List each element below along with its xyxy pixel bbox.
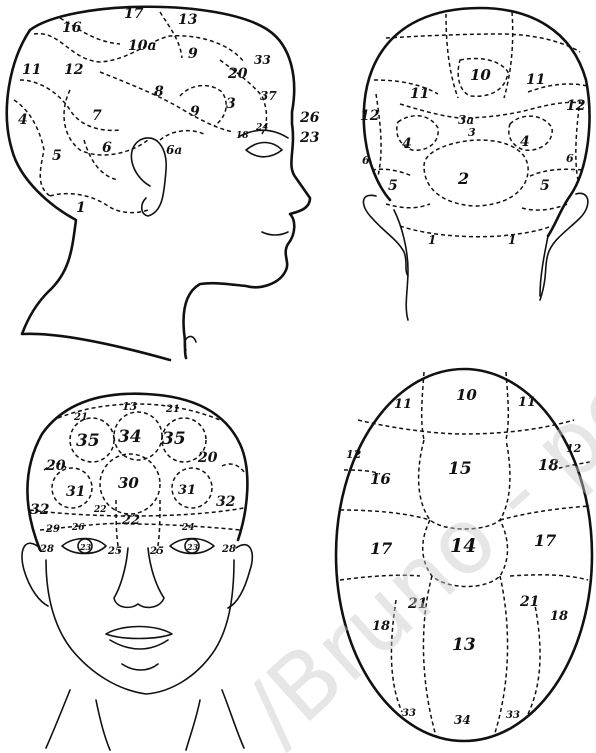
side-mouth [262, 232, 288, 235]
back-label: 6 [362, 154, 370, 167]
front-view-head: 21 13 21 35 34 35 20 20 31 30 31 32 32 2… [22, 394, 252, 750]
back-ear-right [540, 193, 588, 300]
back-label: 3a [458, 113, 474, 127]
front-label: 32 [216, 494, 236, 510]
front-label: 32 [30, 502, 50, 518]
side-label: 7 [92, 108, 102, 124]
back-label: 6 [566, 152, 574, 165]
side-label: 12 [64, 62, 84, 78]
back-label: 11 [526, 72, 545, 88]
side-ear [131, 138, 166, 216]
side-label: 37 [260, 89, 277, 103]
front-label: 35 [76, 431, 100, 451]
back-label: 4 [402, 136, 412, 152]
side-label: 26 [299, 110, 320, 126]
top-label: 21 [519, 594, 539, 610]
front-label: 26 [71, 523, 85, 533]
back-label: 1 [508, 233, 516, 247]
side-label: 4 [18, 112, 28, 128]
side-label: 9 [188, 46, 198, 62]
front-label: 21 [165, 404, 180, 415]
top-label: 11 [394, 397, 412, 412]
back-label: 3 [468, 126, 476, 139]
back-label: 11 [410, 86, 429, 102]
front-label: 29 [45, 524, 60, 535]
side-label: 6a [166, 143, 182, 157]
front-label: 25 [107, 546, 122, 557]
side-label: 23 [299, 130, 320, 146]
side-label: 10a [128, 38, 157, 54]
front-label: 20 [45, 458, 66, 474]
front-label: 22 [121, 513, 140, 528]
front-chin [122, 664, 158, 670]
front-label: 25 [149, 546, 164, 557]
side-label: 8 [154, 84, 164, 100]
front-label: 28 [221, 544, 236, 555]
watermark-text: /Bruno - por [225, 326, 596, 753]
back-region-labels: 10 11 11 12 12 3a 4 4 3 2 5 5 1 1 6 6 [360, 66, 586, 247]
back-label: 4 [520, 134, 530, 150]
top-label: 13 [452, 635, 476, 655]
side-label: 5 [52, 148, 62, 164]
front-label: 30 [118, 474, 139, 492]
front-label: 31 [178, 483, 196, 498]
side-label: 6 [102, 140, 112, 156]
top-label: 12 [346, 448, 362, 461]
front-label: 21 [73, 412, 88, 423]
back-label: 12 [360, 108, 380, 124]
side-label: 9 [190, 104, 200, 120]
side-label: 1 [76, 200, 86, 216]
back-label: 12 [566, 98, 586, 114]
front-label: 28 [39, 544, 54, 555]
back-label: 10 [470, 66, 491, 84]
side-label: 11 [22, 62, 41, 78]
side-label: 16 [62, 20, 82, 36]
front-label: 24 [181, 523, 195, 533]
back-label: 5 [388, 178, 398, 194]
side-eye [246, 143, 282, 157]
back-label: 2 [457, 169, 469, 188]
front-region-labels: 21 13 21 35 34 35 20 20 31 30 31 32 32 2… [30, 400, 236, 557]
top-label: 33 [506, 710, 520, 721]
side-view-head: 16 17 13 10a 9 11 12 33 20 8 37 26 23 4 … [7, 6, 320, 360]
front-label: 34 [118, 427, 142, 447]
top-label: 34 [454, 713, 471, 727]
side-label: 3 [226, 96, 236, 112]
front-label: 23 [79, 542, 92, 552]
side-label: 18 [236, 131, 249, 141]
side-neck-back [7, 30, 170, 360]
side-label: 17 [124, 6, 144, 22]
front-label: 13 [122, 400, 138, 413]
front-label: 22 [93, 505, 107, 515]
side-region-labels: 16 17 13 10a 9 11 12 33 20 8 37 26 23 4 … [18, 6, 320, 216]
back-label: 5 [540, 178, 550, 194]
back-label: 1 [428, 233, 436, 247]
top-label: 16 [370, 470, 391, 488]
side-label: 13 [178, 12, 198, 28]
front-neck [46, 690, 244, 750]
front-label: 35 [162, 429, 186, 449]
top-label: 33 [402, 708, 416, 719]
front-mouth [106, 627, 172, 650]
back-view-head: 10 11 11 12 12 3a 4 4 3 2 5 5 1 1 6 6 [360, 8, 589, 320]
side-label: 24 [255, 123, 269, 133]
side-label: 20 [227, 66, 248, 82]
top-label: 10 [456, 386, 477, 404]
back-region-lines [372, 12, 588, 237]
side-label: 33 [254, 53, 271, 67]
front-label: 31 [66, 484, 85, 500]
top-label: 18 [550, 609, 568, 624]
front-label: 20 [197, 450, 218, 466]
front-label: 23 [186, 542, 199, 552]
